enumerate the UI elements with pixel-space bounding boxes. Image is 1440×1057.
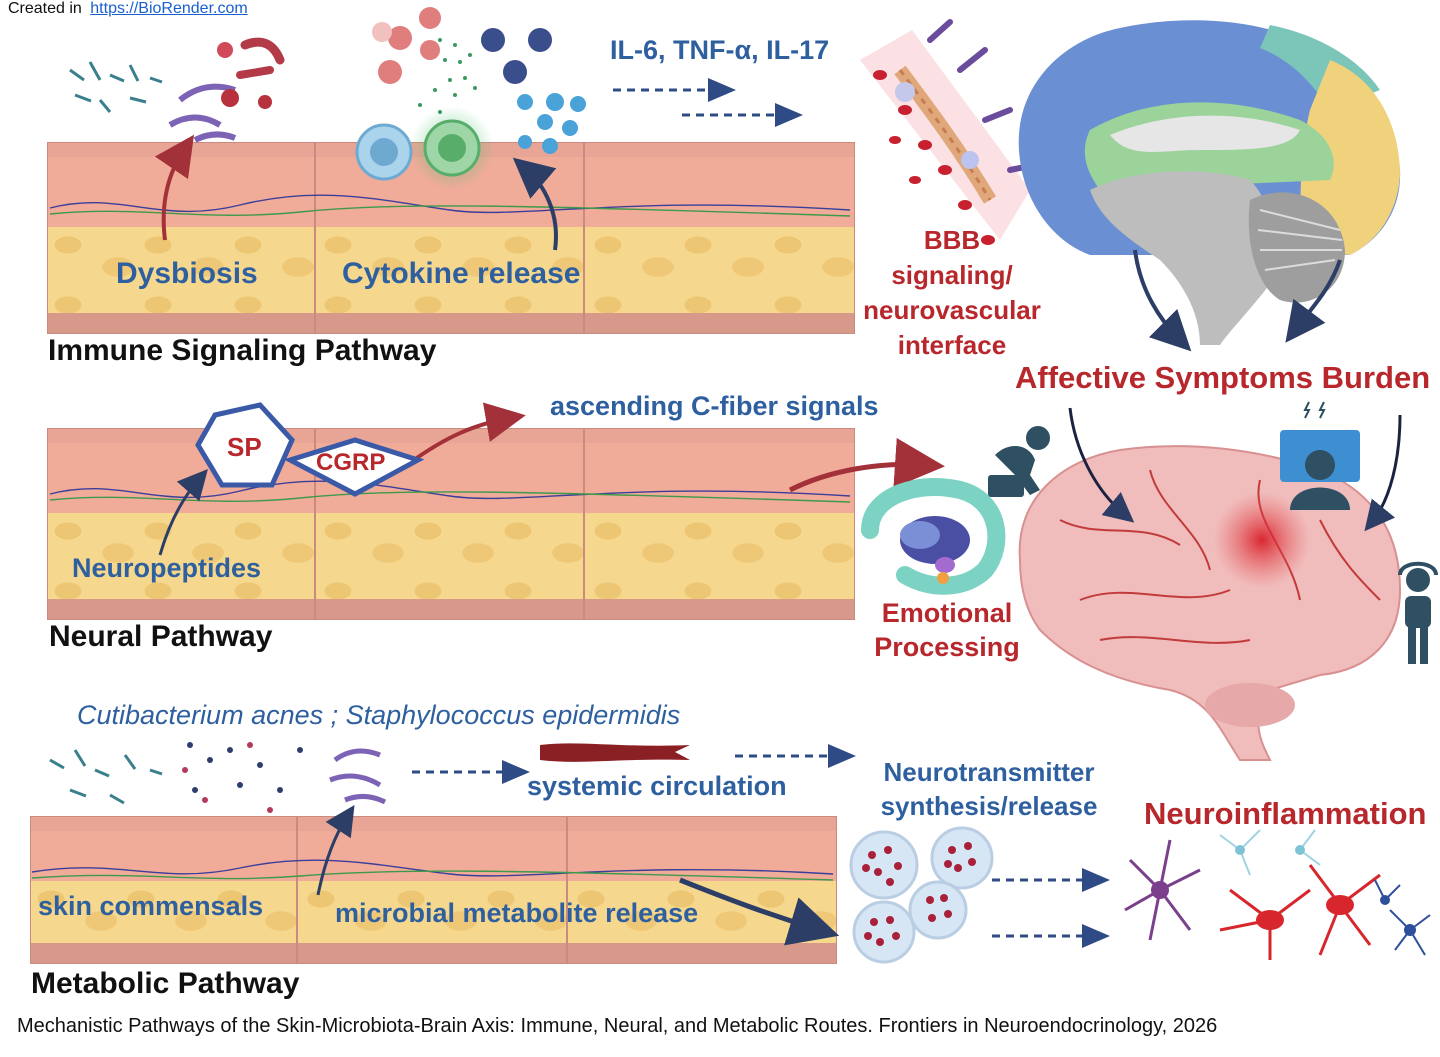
immune-skin-panel <box>47 142 855 334</box>
sp-pentagon <box>195 402 295 488</box>
affective-brain-icon <box>1018 445 1402 761</box>
bacteria-icon-commensals <box>49 742 387 813</box>
neurotransmitter-line-2: synthesis/release <box>880 791 1098 821</box>
systemic-vessel <box>540 743 690 762</box>
metabolite-release-label: microbial metabolite release <box>335 898 699 928</box>
neural-skin-panel <box>47 428 855 620</box>
credit-prefix: Created in <box>8 0 82 17</box>
neural-pathway-title: Neural Pathway <box>49 620 273 653</box>
credit-line: Created in https://BioRender.com <box>8 0 248 18</box>
bbb-label: BBB signaling/ neurovascular interface <box>838 223 1066 363</box>
emotional-processing-label: Emotional Processing <box>862 596 1032 664</box>
neuropeptides-label: Neuropeptides <box>72 553 262 583</box>
bbb-line-1: BBB <box>923 225 981 255</box>
cytokine-release-label: Cytokine release <box>342 257 581 290</box>
neurotransmitter-label: Neurotransmitter synthesis/release <box>864 755 1114 823</box>
species-label: Cutibacterium acnes ; Staphylococcus epi… <box>77 700 681 730</box>
emotional-line-1: Emotional <box>881 598 1013 628</box>
bbb-line-2: signaling/ <box>891 260 1013 290</box>
skin-commensals-label: skin commensals <box>38 891 264 921</box>
hippocampus-icon <box>861 478 1006 595</box>
dysbiosis-label: Dysbiosis <box>116 257 258 290</box>
microglia-icon <box>1124 829 1431 960</box>
figure-caption: Mechanistic Pathways of the Skin-Microbi… <box>17 1015 1218 1037</box>
blood-vessel-icon <box>860 19 1038 245</box>
bbb-line-4: interface <box>897 330 1007 360</box>
systemic-circulation-label: systemic circulation <box>527 771 787 801</box>
cytokines-label: IL-6, TNF-α, IL-17 <box>610 35 830 65</box>
affective-title: Affective Symptoms Burden <box>1015 360 1431 395</box>
sp-label: SP <box>227 432 262 462</box>
cytokine-icon <box>418 38 477 114</box>
immune-pathway-title: Immune Signaling Pathway <box>48 334 437 367</box>
metabolic-skin-panel <box>30 816 837 964</box>
ascending-label: ascending C-fiber signals <box>550 391 879 421</box>
neurotransmitter-line-1: Neurotransmitter <box>883 757 1095 787</box>
brain-icon <box>1018 20 1401 345</box>
emotional-line-2: Processing <box>874 632 1020 662</box>
cgrp-label: CGRP <box>316 449 386 476</box>
bacteria-icon <box>69 37 285 143</box>
metabolic-pathway-title: Metabolic Pathway <box>31 967 300 1000</box>
credit-link[interactable]: https://BioRender.com <box>90 0 248 17</box>
immune-cell-icon <box>355 7 586 190</box>
cgrp-diamond <box>283 437 425 497</box>
person-screen-icon <box>1280 401 1360 510</box>
vesicle-icon <box>849 826 994 964</box>
bbb-line-3: neurovascular <box>863 295 1041 325</box>
person-distress-icon <box>988 426 1050 497</box>
person-headache-icon <box>1398 561 1438 664</box>
neuroinflammation-label: Neuroinflammation <box>1144 796 1427 831</box>
nerve-fibers <box>31 194 851 881</box>
